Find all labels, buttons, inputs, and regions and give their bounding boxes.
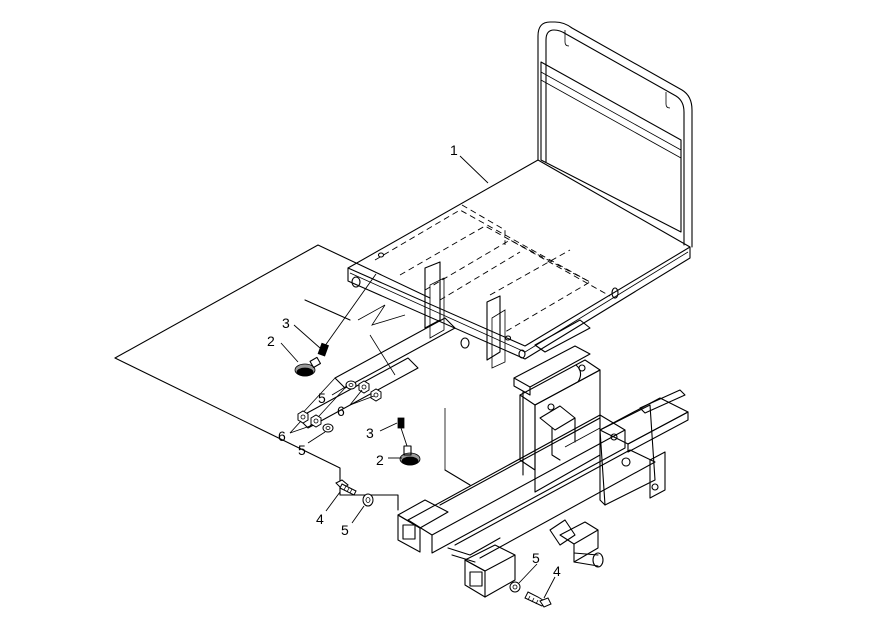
callout-5-upper: 5 — [318, 390, 326, 406]
spring-upper — [317, 342, 329, 357]
callout-6-lower: 6 — [278, 428, 286, 444]
platform-deck — [347, 21, 693, 369]
nut-lower-b — [310, 414, 322, 428]
washer-left — [362, 493, 374, 507]
callout-4-left: 4 — [316, 511, 324, 527]
callout-5-right: 5 — [532, 550, 540, 566]
hardware — [294, 273, 552, 608]
detail-view-outline — [114, 244, 456, 511]
callout-2-upper: 2 — [267, 333, 275, 349]
nut-upper-b — [370, 388, 382, 402]
hitch-bracket-assembly — [397, 319, 689, 598]
callout-labels: 1 3 2 5 6 6 5 3 2 4 5 5 4 — [267, 142, 561, 579]
leader-lines — [280, 155, 556, 599]
callout-6-upper: 6 — [337, 403, 345, 419]
spring-lower — [397, 417, 405, 429]
callout-3-lower: 3 — [366, 425, 374, 441]
washer-right — [509, 581, 521, 593]
callout-3-upper: 3 — [282, 315, 290, 331]
washer-upper — [345, 380, 357, 390]
callout-2-lower: 2 — [376, 452, 384, 468]
callout-5-left: 5 — [341, 522, 349, 538]
washer-lower — [322, 423, 334, 433]
bolt-left — [335, 479, 357, 496]
callout-4-right: 4 — [553, 563, 561, 579]
callout-5-lower: 5 — [298, 442, 306, 458]
bolt-right — [524, 591, 552, 608]
callout-1: 1 — [450, 142, 458, 158]
nut-lower-a — [297, 410, 309, 424]
